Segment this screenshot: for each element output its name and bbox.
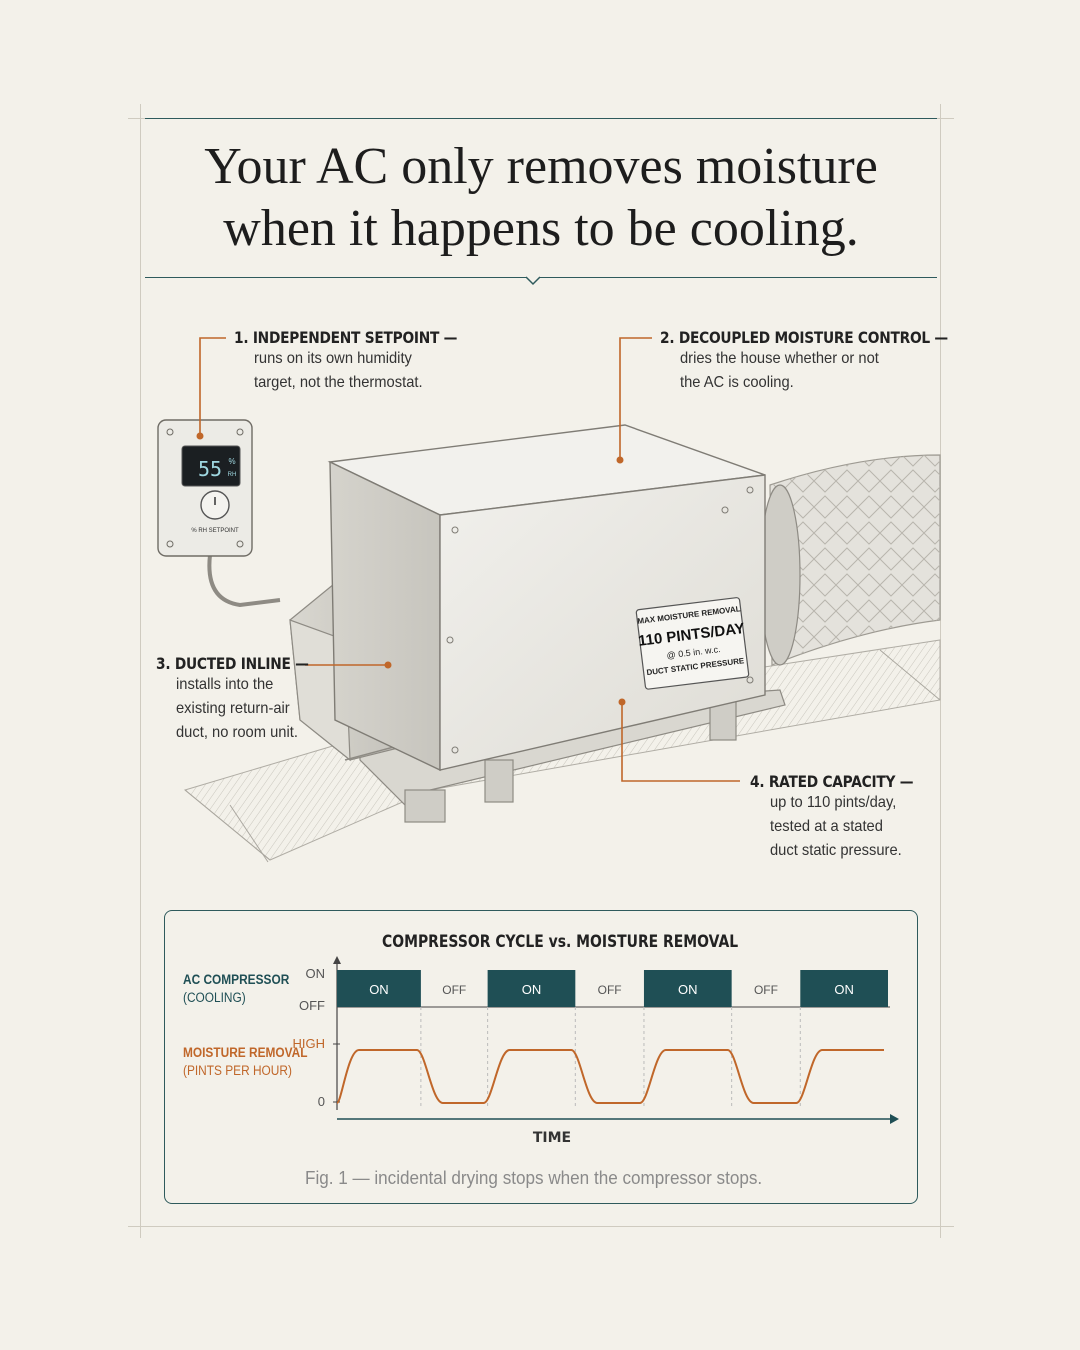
- compressor-on-bar: [800, 970, 888, 1007]
- moisture-removal-line: [336, 1049, 884, 1104]
- controller-display: [181, 445, 241, 487]
- compressor-off-label: OFF: [754, 983, 778, 997]
- frame-left-line: [140, 104, 141, 1238]
- callout-3-line-2: existing return-air: [176, 700, 290, 717]
- headline-notch-icon: [525, 276, 541, 286]
- compressor-off-label: OFF: [442, 983, 466, 997]
- y-axis-arrow-icon: [333, 956, 341, 964]
- x-axis-arrow-icon: [890, 1114, 899, 1124]
- row-label-moisture-sub: (PINTS PER HOUR): [183, 1063, 292, 1078]
- callout-rated-capacity: 4. RATED CAPACITY — up to 110 pints/day,…: [750, 772, 940, 863]
- tick-on: ON: [306, 966, 326, 981]
- compressor-off-label: OFF: [598, 983, 622, 997]
- row-label-compressor: AC COMPRESSOR (COOLING): [183, 971, 289, 1007]
- tick-zero: 0: [318, 1094, 325, 1109]
- callout-3-line-1: installs into the: [176, 676, 274, 693]
- row-label-moisture-name: MOISTURE REMOVAL: [183, 1045, 308, 1060]
- row-label-moisture: MOISTURE REMOVAL (PINTS PER HOUR): [183, 1044, 308, 1080]
- headline-line-2: when it happens to be cooling.: [223, 200, 859, 257]
- nameplate: MAX MOISTURE REMOVAL 110 PINTS/DAY @ 0.5…: [635, 597, 750, 690]
- callout-4-heading: 4. RATED CAPACITY: [750, 772, 896, 791]
- callout-ducted-inline: 3. DUCTED INLINE — installs into the exi…: [156, 654, 334, 745]
- leader-dots: [196, 432, 626, 706]
- callout-4-line-3: duct static pressure.: [770, 842, 902, 859]
- chart-title: COMPRESSOR CYCLE vs. MOISTURE REMOVAL: [382, 932, 739, 952]
- tick-high: HIGH: [293, 1036, 326, 1051]
- frame-bottom-line: [128, 1226, 954, 1227]
- controller-unit-bottom: RH: [228, 472, 237, 478]
- row-label-compressor-name: AC COMPRESSOR: [183, 972, 290, 987]
- callout-1-heading: 1. INDEPENDENT SETPOINT: [234, 328, 440, 347]
- compressor-on-label: ON: [678, 982, 698, 997]
- controller-display-value: 55: [198, 457, 222, 481]
- callout-decoupled-moisture-control: 2. DECOUPLED MOISTURE CONTROL — dries th…: [660, 328, 995, 395]
- controller-unit-top: %: [228, 457, 235, 466]
- callout-1-line-1: runs on its own humidity: [254, 350, 412, 367]
- compressor-on-bar: [337, 970, 421, 1007]
- callout-2-line-2: the AC is cooling.: [680, 374, 794, 391]
- compressor-on-bar: [487, 970, 576, 1007]
- callout-4-line-2: tested at a stated: [770, 818, 883, 835]
- leader-lines: [199, 337, 740, 782]
- compressor-on-label: ON: [522, 982, 542, 997]
- callout-3-heading: 3. DUCTED INLINE: [156, 654, 291, 673]
- headline-line-1: Your AC only removes moisture: [204, 138, 878, 195]
- row-label-compressor-sub: (COOLING): [183, 990, 246, 1005]
- flex-duct: [759, 454, 941, 666]
- callout-4-line-1: up to 110 pints/day,: [770, 794, 897, 811]
- compressor-on-label: ON: [834, 982, 854, 997]
- x-axis-label: TIME: [533, 1130, 571, 1146]
- controller-dial-label: % RH SETPOINT: [191, 528, 239, 534]
- headline-banner: Your AC only removes moisture when it ha…: [145, 118, 937, 278]
- callout-3-line-3: duct, no room unit.: [176, 724, 298, 741]
- callout-2-heading: 2. DECOUPLED MOISTURE CONTROL: [660, 328, 930, 347]
- dehumidifier-cabinet: [327, 424, 766, 772]
- figure-caption: Fig. 1 — incidental drying stops when th…: [305, 1168, 763, 1188]
- callout-independent-setpoint: 1. INDEPENDENT SETPOINT — runs on its ow…: [234, 328, 494, 395]
- compressor-chart-panel: [164, 910, 918, 1204]
- humidity-controller: 55 % RH % RH SETPOINT: [157, 419, 281, 608]
- tick-off: OFF: [299, 998, 325, 1013]
- compressor-on-label: ON: [369, 982, 389, 997]
- callout-2-line-1: dries the house whether or not: [680, 350, 879, 367]
- callout-1-line-2: target, not the thermostat.: [254, 374, 423, 391]
- compressor-on-bar: [643, 970, 732, 1007]
- dehumidifier-illustration: MAX MOISTURE REMOVAL 110 PINTS/DAY @ 0.5…: [157, 337, 941, 863]
